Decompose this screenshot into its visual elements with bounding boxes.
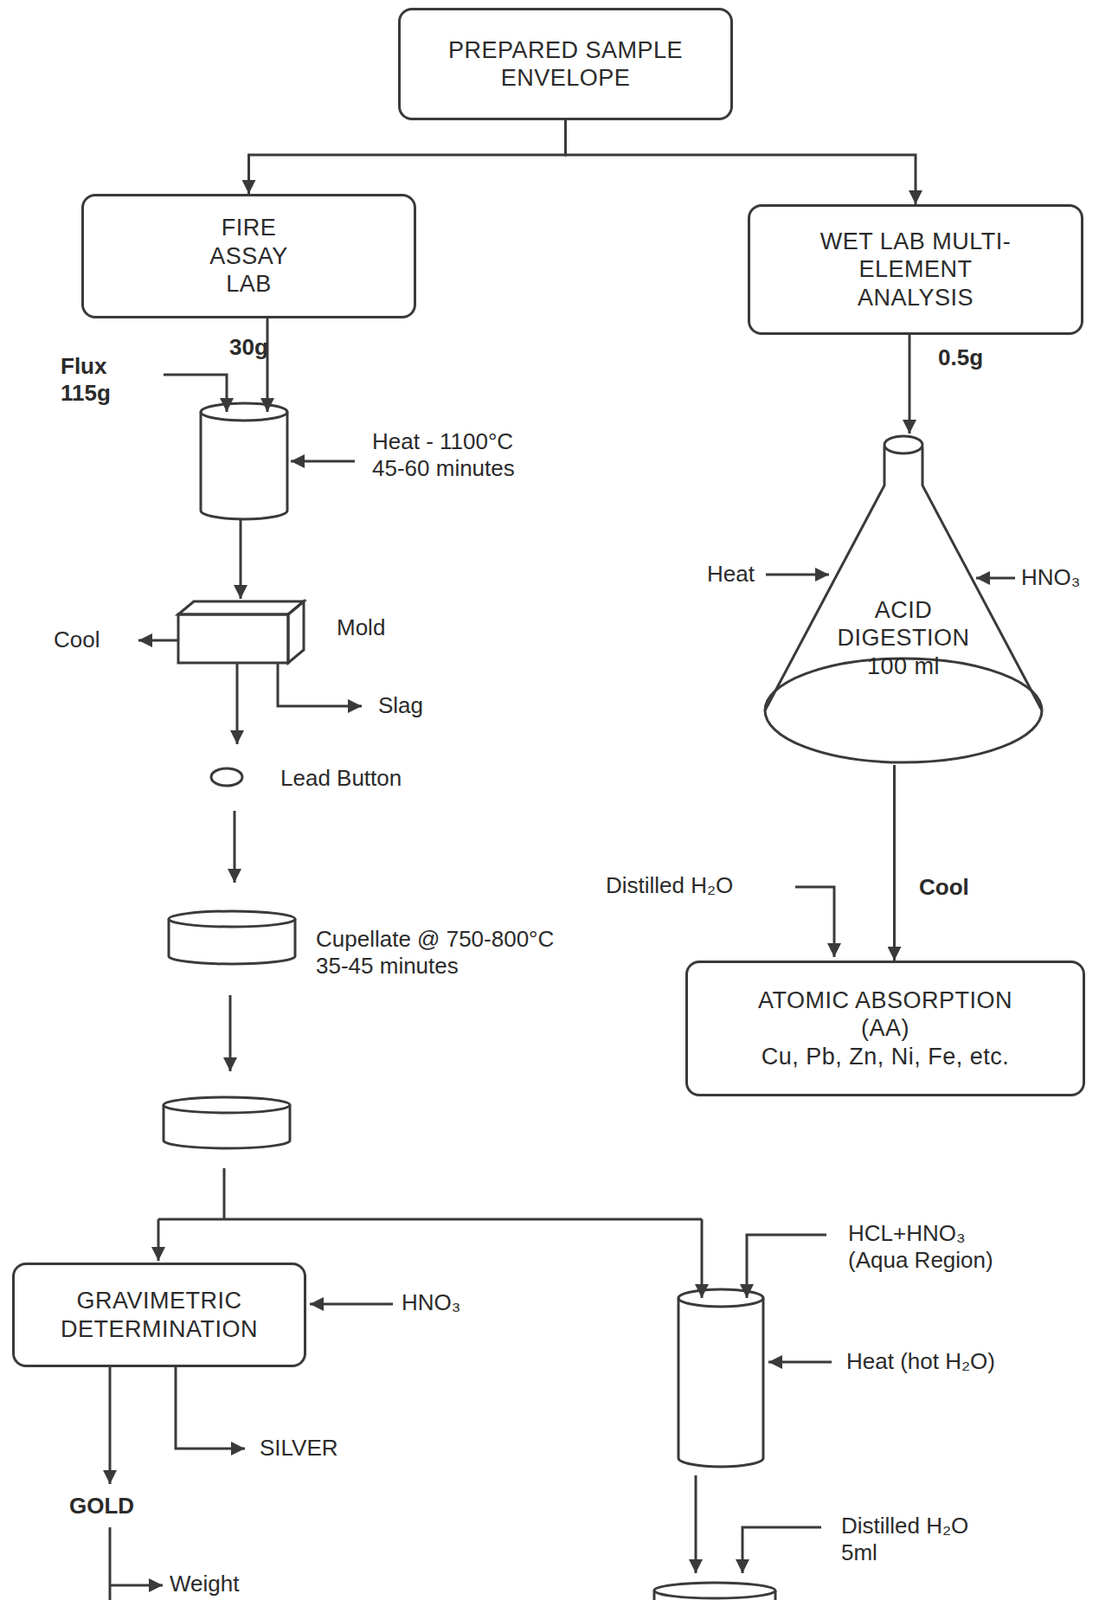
heat-arrow: [765, 573, 830, 577]
process-note: Distilled H₂O 5ml: [841, 1512, 972, 1567]
edge-label: Cool: [917, 874, 971, 901]
cool-arrow: [138, 639, 179, 643]
flow-connector: [565, 120, 917, 205]
crucible: [200, 403, 288, 520]
weight-arrow: [109, 1584, 163, 1588]
process-note: GOLD: [69, 1492, 135, 1520]
flow-arrow: [694, 1475, 698, 1574]
flow-arrow: [700, 1219, 704, 1299]
flow-arrow: [239, 519, 243, 599]
node-body: Cu, Pb, Zn, Ni, Fe, etc.: [761, 1042, 1010, 1071]
process-box: FIRE ASSAY LAB: [81, 193, 417, 319]
process-box: WET LAB MULTI-ELEMENT ANALYSIS: [747, 204, 1084, 335]
node-title: ACID DIGESTION 100 ml: [835, 596, 972, 681]
process-note: Heat (hot H₂O): [846, 1348, 996, 1376]
acid-arrow: [976, 577, 1016, 580]
node-title: FIRE ASSAY LAB: [208, 213, 290, 298]
gold-arrow: [109, 1367, 112, 1485]
process-note: Weight: [169, 1570, 239, 1598]
test-tube: [678, 1289, 764, 1467]
process-box: ATOMIC ABSORPTION (AA)Cu, Pb, Zn, Ni, Fe…: [685, 960, 1086, 1097]
process-note: Cool: [53, 626, 100, 654]
flow-connector: [249, 120, 566, 194]
flow-connector: [908, 334, 912, 434]
process-note: Heat: [706, 560, 755, 588]
node-title: GRAVIMETRIC DETERMINATION: [59, 1286, 260, 1344]
process-note: Slag: [378, 692, 424, 720]
process-note: Cupellate @ 750-800°C 35-45 minutes: [315, 925, 558, 980]
water-arrow: [795, 886, 835, 958]
process-note: SILVER: [259, 1434, 339, 1462]
heat-arrow: [290, 460, 355, 463]
bead-cupel: [163, 1097, 290, 1149]
beaker: [654, 1582, 776, 1600]
sample-arrow: [266, 318, 270, 412]
cupel: [168, 911, 296, 965]
acid-arrow: [309, 1303, 393, 1306]
lead-button: [211, 768, 243, 786]
process-note: Heat - 1100°C 45-60 minutes: [372, 428, 518, 483]
process-box: PREPARED SAMPLE ENVELOPE: [398, 7, 733, 121]
flow-arrow: [157, 1219, 161, 1261]
aqua-regia-arrow: [746, 1234, 827, 1299]
node-title: ATOMIC ABSORPTION (AA): [756, 986, 1015, 1043]
water-arrow: [742, 1527, 822, 1574]
edge-label: 0.5g: [936, 344, 985, 372]
flow-connector: [893, 764, 896, 961]
split-line: [158, 1218, 702, 1222]
flask-shape: ACID DIGESTION 100 ml: [759, 433, 1048, 765]
flow-arrow: [233, 810, 237, 883]
split-line: [223, 1168, 226, 1220]
flow-arrow: [236, 662, 239, 745]
node-title: PREPARED SAMPLE ENVELOPE: [446, 36, 685, 93]
flow-arrow: [229, 995, 232, 1072]
process-note: Mold: [336, 614, 386, 642]
process-note: 30g: [229, 334, 269, 361]
process-note: HNO₃: [1021, 564, 1080, 592]
node-title: WET LAB MULTI-ELEMENT ANALYSIS: [817, 227, 1014, 312]
process-note: Distilled H₂O: [605, 872, 733, 900]
silver-arrow: [175, 1367, 245, 1449]
process-note: Lead Button: [280, 764, 402, 792]
mold-box: [178, 601, 304, 663]
flow-line: [109, 1527, 112, 1600]
process-note: HNO₃: [401, 1289, 461, 1317]
slag-arrow: [277, 662, 362, 707]
process-box: GRAVIMETRIC DETERMINATION: [12, 1262, 307, 1368]
heat-arrow: [768, 1361, 832, 1364]
process-note: Flux 115g: [60, 353, 114, 407]
process-note: HCL+HNO₃ (Aqua Region): [848, 1220, 997, 1274]
